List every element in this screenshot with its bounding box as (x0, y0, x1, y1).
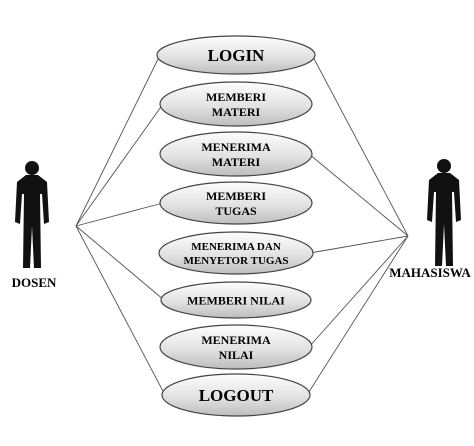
use-case-label: MENERIMA (201, 140, 271, 154)
use-case-label: MEMBERI NILAI (187, 293, 285, 307)
use-case-label: MATERI (212, 105, 261, 119)
use-case-label: MEMBERI (206, 189, 266, 203)
person-silhouette-icon (427, 159, 461, 266)
use-case-label: NILAI (219, 348, 254, 362)
association-mahasiswa-menerima-nilai (308, 235, 409, 348)
use-case-login: LOGIN (156, 35, 316, 75)
actor-label-mahasiswa: MAHASISWA (389, 265, 471, 280)
use-case-label: LOGIN (208, 46, 265, 65)
use-case-label: TUGAS (215, 204, 257, 218)
use-case-label: MENYETOR TUGAS (183, 255, 288, 267)
use-case-label: MENERIMA (201, 333, 271, 347)
use-case-label: MEMBERI (206, 90, 266, 104)
use-case-ellipse (156, 35, 316, 75)
use-case-group: LOGINMEMBERIMATERIMENERIMAMATERIMEMBERIT… (156, 35, 316, 417)
association-dosen-logout (75, 225, 166, 396)
association-mahasiswa-login (311, 54, 409, 237)
use-case-ellipse (158, 231, 314, 275)
use-case-ellipse (160, 281, 312, 319)
actor-label-dosen: DOSEN (12, 275, 57, 290)
use-case-ellipse (161, 373, 311, 417)
person-silhouette-icon (15, 161, 49, 268)
actor-dosen: DOSEN (12, 161, 57, 290)
association-dosen-memberi-tugas (75, 202, 164, 227)
use-case-menerima-dan-menyetor-tugas: MENERIMA DAN MENYETOR TUGAS (158, 231, 314, 275)
use-case-label: MATERI (212, 155, 261, 169)
actor-mahasiswa: MAHASISWA (389, 159, 471, 280)
use-case-ellipse (159, 81, 313, 127)
use-case-memberi-nilai: MEMBERI NILAI (160, 281, 312, 319)
association-dosen-memberi-nilai (75, 225, 165, 301)
use-case-label: LOGOUT (199, 386, 274, 405)
association-mahasiswa-menerima-dan-menyetor-tugas (309, 235, 409, 254)
use-case-ellipse (159, 131, 313, 177)
association-dosen-login (75, 54, 161, 227)
use-case-label: MENERIMA DAN (191, 241, 281, 253)
association-mahasiswa-logout (306, 235, 409, 396)
use-case-ellipse (159, 181, 313, 225)
use-case-ellipse (159, 324, 313, 370)
use-case-logout: LOGOUT (161, 373, 311, 417)
association-mahasiswa-menerima-materi (308, 153, 409, 237)
association-dosen-memberi-materi (75, 103, 164, 227)
association-lines (75, 54, 409, 396)
